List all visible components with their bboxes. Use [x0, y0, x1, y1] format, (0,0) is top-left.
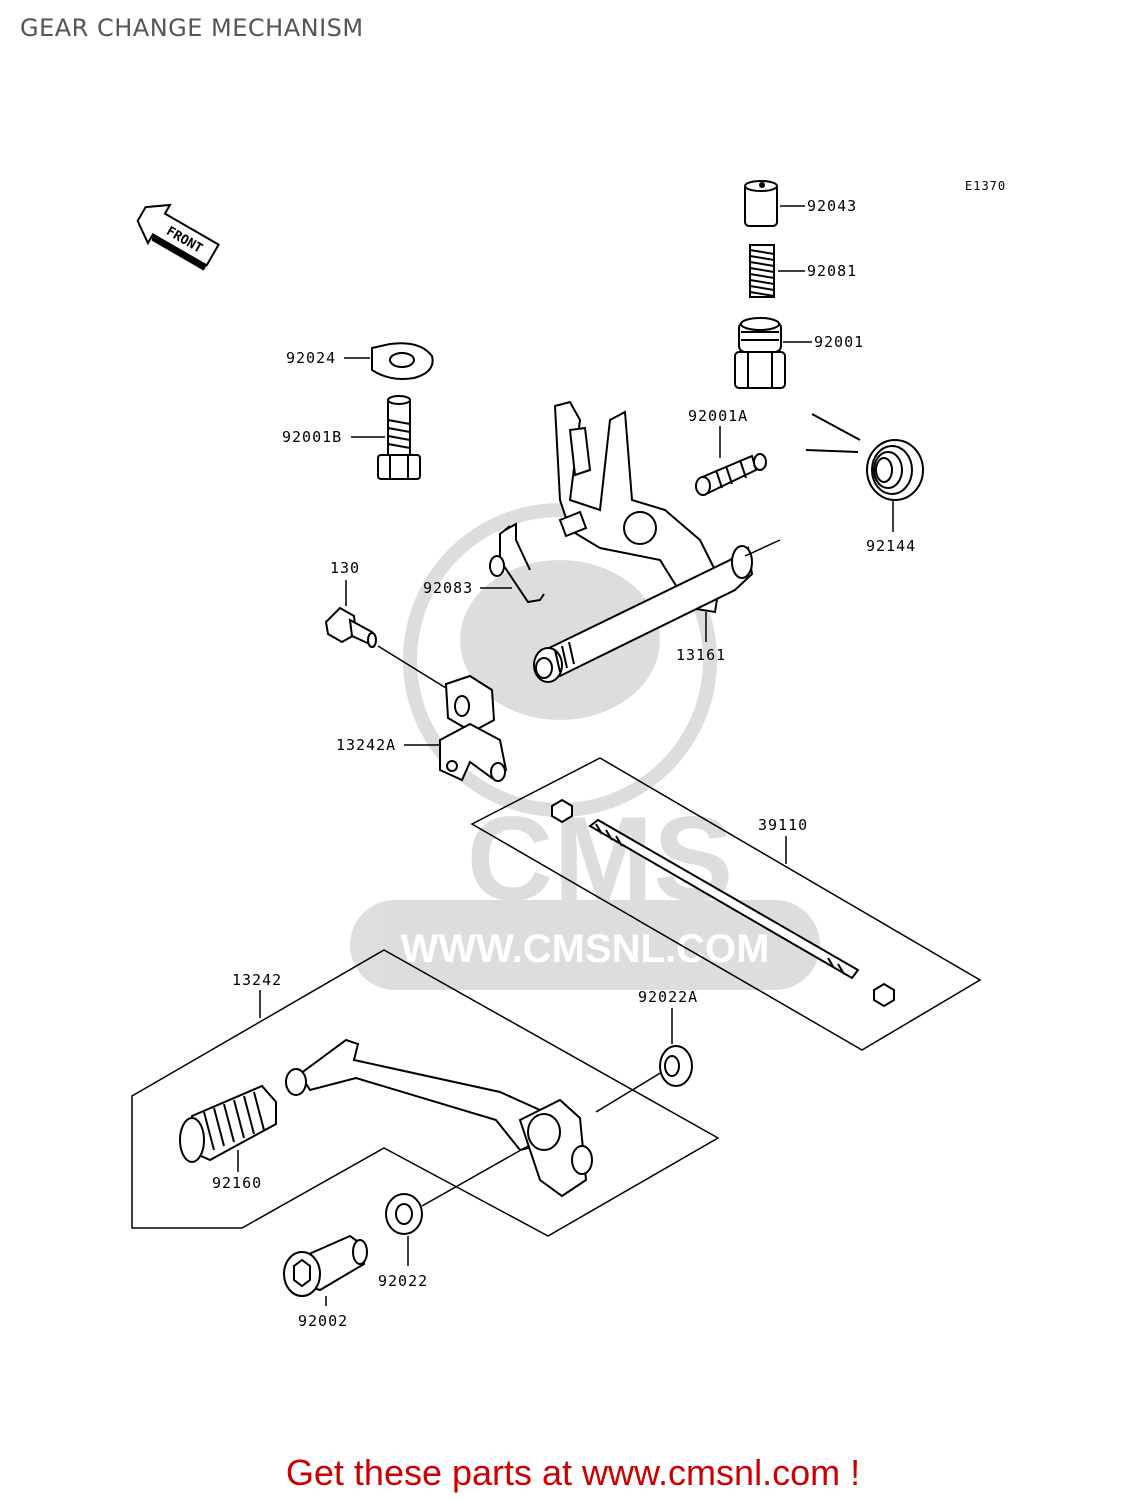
part-130-bolt	[324, 606, 377, 648]
label-92002: 92002	[298, 1312, 348, 1330]
part-92024-washer	[371, 342, 434, 380]
part-92022-washer	[385, 1193, 423, 1235]
part-92160-grip	[179, 1084, 277, 1163]
label-92001B: 92001B	[282, 428, 342, 446]
part-92002-bolt	[283, 1234, 368, 1297]
label-92022: 92022	[378, 1272, 428, 1290]
label-92022A: 92022A	[638, 988, 698, 1006]
label-92083: 92083	[423, 579, 473, 597]
watermark-url-text: WWW.CMSNL.COM	[401, 927, 770, 971]
part-92083-clip	[489, 522, 545, 604]
part-13242-pedal	[285, 1038, 593, 1198]
part-92043-cap	[744, 180, 778, 227]
bracket-13242	[131, 949, 720, 1237]
label-13242A: 13242A	[336, 736, 396, 754]
label-92144: 92144	[866, 537, 916, 555]
label-92043: 92043	[807, 197, 857, 215]
label-39110: 39110	[758, 816, 808, 834]
part-39110-rod	[551, 798, 895, 1008]
watermark-logo-text: CMS	[467, 792, 734, 926]
part-92001B-bolt	[377, 395, 421, 480]
label-13161: 13161	[676, 646, 726, 664]
part-92001-plug	[734, 317, 786, 389]
label-92160: 92160	[212, 1174, 262, 1192]
label-92001A: 92001A	[688, 407, 748, 425]
label-92024: 92024	[286, 349, 336, 367]
bracket-39110	[470, 757, 982, 1051]
part-13242A-clamp	[439, 674, 508, 782]
diagram-code: E1370	[965, 179, 1006, 193]
label-92001: 92001	[814, 333, 864, 351]
part-92081-spring	[749, 244, 775, 298]
label-130: 130	[330, 559, 360, 577]
label-92081: 92081	[807, 262, 857, 280]
part-13161-shaft	[533, 400, 754, 683]
part-92144-spring	[805, 413, 924, 501]
label-13242: 13242	[232, 971, 282, 989]
watermark: CMS WWW.CMSNL.COM	[350, 503, 820, 990]
part-92001A-stud	[695, 453, 767, 496]
part-92022A-washer	[659, 1045, 693, 1087]
page-title: GEAR CHANGE MECHANISM	[20, 14, 364, 42]
front-arrow-icon: FRONT	[136, 203, 221, 271]
footer-cta[interactable]: Get these parts at www.cmsnl.com !	[285, 1452, 861, 1493]
